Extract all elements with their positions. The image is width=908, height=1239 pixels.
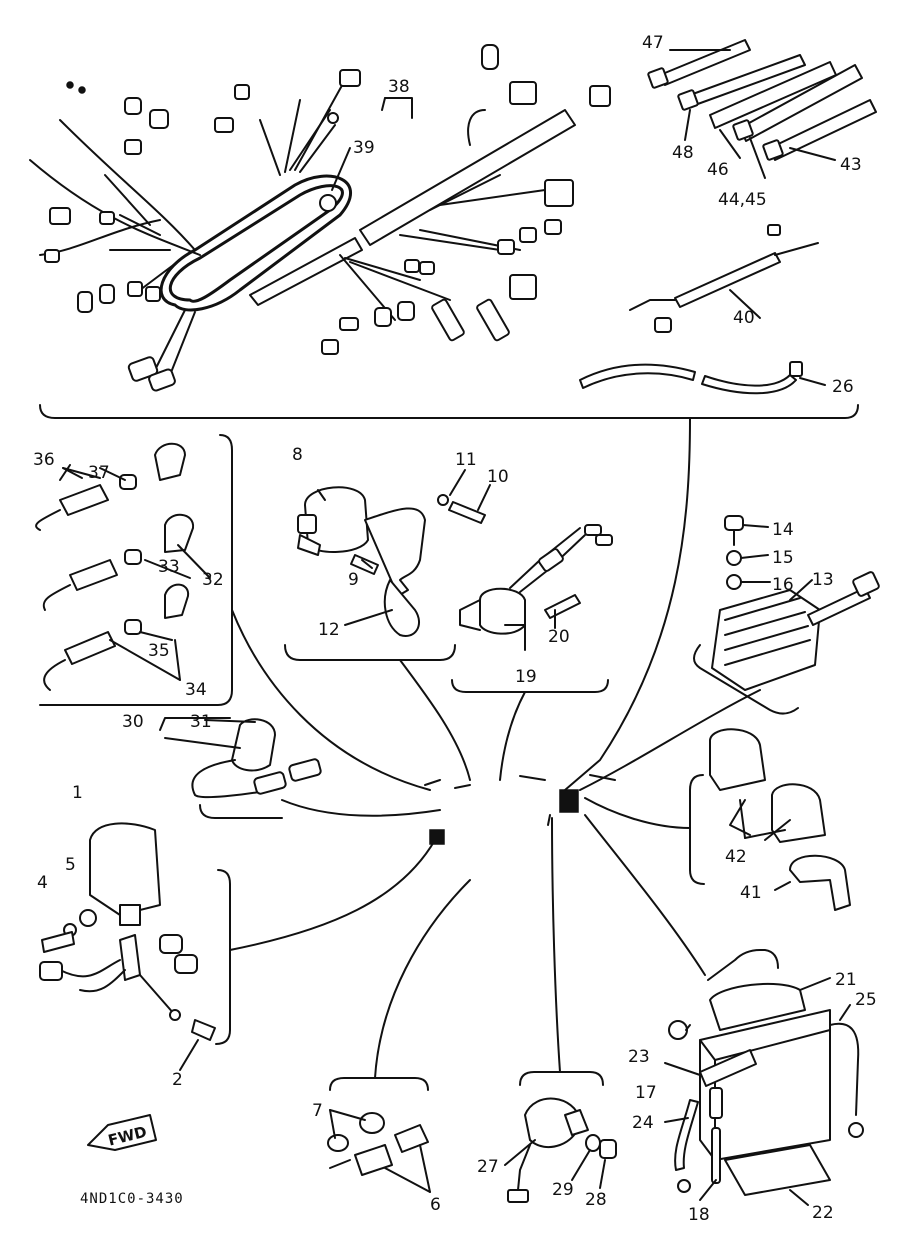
callout-15: 15: [772, 548, 794, 568]
callout-29: 29: [552, 1180, 574, 1200]
callout-33: 33: [158, 557, 180, 577]
callout-47: 47: [642, 33, 664, 53]
callout-38: 38: [388, 77, 410, 97]
ignition-coil: [284, 486, 486, 661]
callout-5: 5: [65, 855, 76, 875]
callout-41: 41: [740, 883, 762, 903]
callout-12: 12: [318, 620, 340, 640]
cdi-unit: [159, 717, 322, 819]
neutral-switch: [507, 1071, 617, 1203]
callout-11: 11: [455, 450, 477, 470]
callout-2: 2: [172, 1070, 183, 1090]
callout-34: 34: [185, 680, 207, 700]
callout-7: 7: [312, 1101, 323, 1121]
lead-wire-26: [579, 361, 803, 395]
fuse-holder: [689, 728, 851, 911]
plug-caps-group: [35, 434, 233, 706]
callout-27: 27: [477, 1157, 499, 1177]
rectifier-regulator: [693, 515, 880, 715]
callout-28: 28: [585, 1190, 607, 1210]
battery-assembly: [668, 949, 864, 1196]
callout-6: 6: [430, 1195, 441, 1215]
callout-13: 13: [812, 570, 834, 590]
callout-42: 42: [725, 847, 747, 867]
callout-1: 1: [72, 783, 83, 803]
callout-31: 31: [190, 712, 212, 732]
callout-14: 14: [772, 520, 794, 540]
diagram-code: 4ND1C0-3430: [80, 1191, 184, 1207]
callout-26: 26: [832, 377, 854, 397]
sensor-parts-6-7: [327, 1077, 429, 1176]
callout-43: 43: [840, 155, 862, 175]
callout-24: 24: [632, 1113, 654, 1133]
central-connections: [229, 417, 761, 1079]
callout-25: 25: [855, 990, 877, 1010]
pickup-coil: [451, 524, 613, 693]
callout-46: 46: [707, 160, 729, 180]
callout-23: 23: [628, 1047, 650, 1067]
wire-harness-assembly: [29, 44, 611, 392]
lead-wire-40: [629, 224, 819, 333]
callout-40: 40: [733, 308, 755, 328]
callout-19: 19: [515, 667, 537, 687]
callout-9: 9: [348, 570, 359, 590]
main-switch: [39, 822, 231, 1045]
fwd-arrow-icon: FWD: [87, 1114, 157, 1151]
callout-32: 32: [202, 570, 224, 590]
callout-20: 20: [548, 627, 570, 647]
bands-set: [647, 39, 877, 161]
callout-10: 10: [487, 467, 509, 487]
callout-4: 4: [37, 873, 48, 893]
callout-30: 30: [122, 712, 144, 732]
callout-16: 16: [772, 575, 794, 595]
callout-17: 17: [635, 1083, 657, 1103]
callout-39: 39: [353, 138, 375, 158]
callout-22: 22: [812, 1203, 834, 1223]
callout-21: 21: [835, 970, 857, 990]
callout-8: 8: [292, 445, 303, 465]
callout-48: 48: [672, 143, 694, 163]
callout-labels: 47 48 46 44,45 43 38 39 40 26 36 37 33 3…: [33, 33, 877, 1225]
callout-35: 35: [148, 641, 170, 661]
callout-44-45: 44,45: [718, 190, 767, 210]
leader-lines: [59, 49, 851, 1206]
callout-36: 36: [33, 450, 55, 470]
callout-37: 37: [88, 463, 110, 483]
callout-18: 18: [688, 1205, 710, 1225]
